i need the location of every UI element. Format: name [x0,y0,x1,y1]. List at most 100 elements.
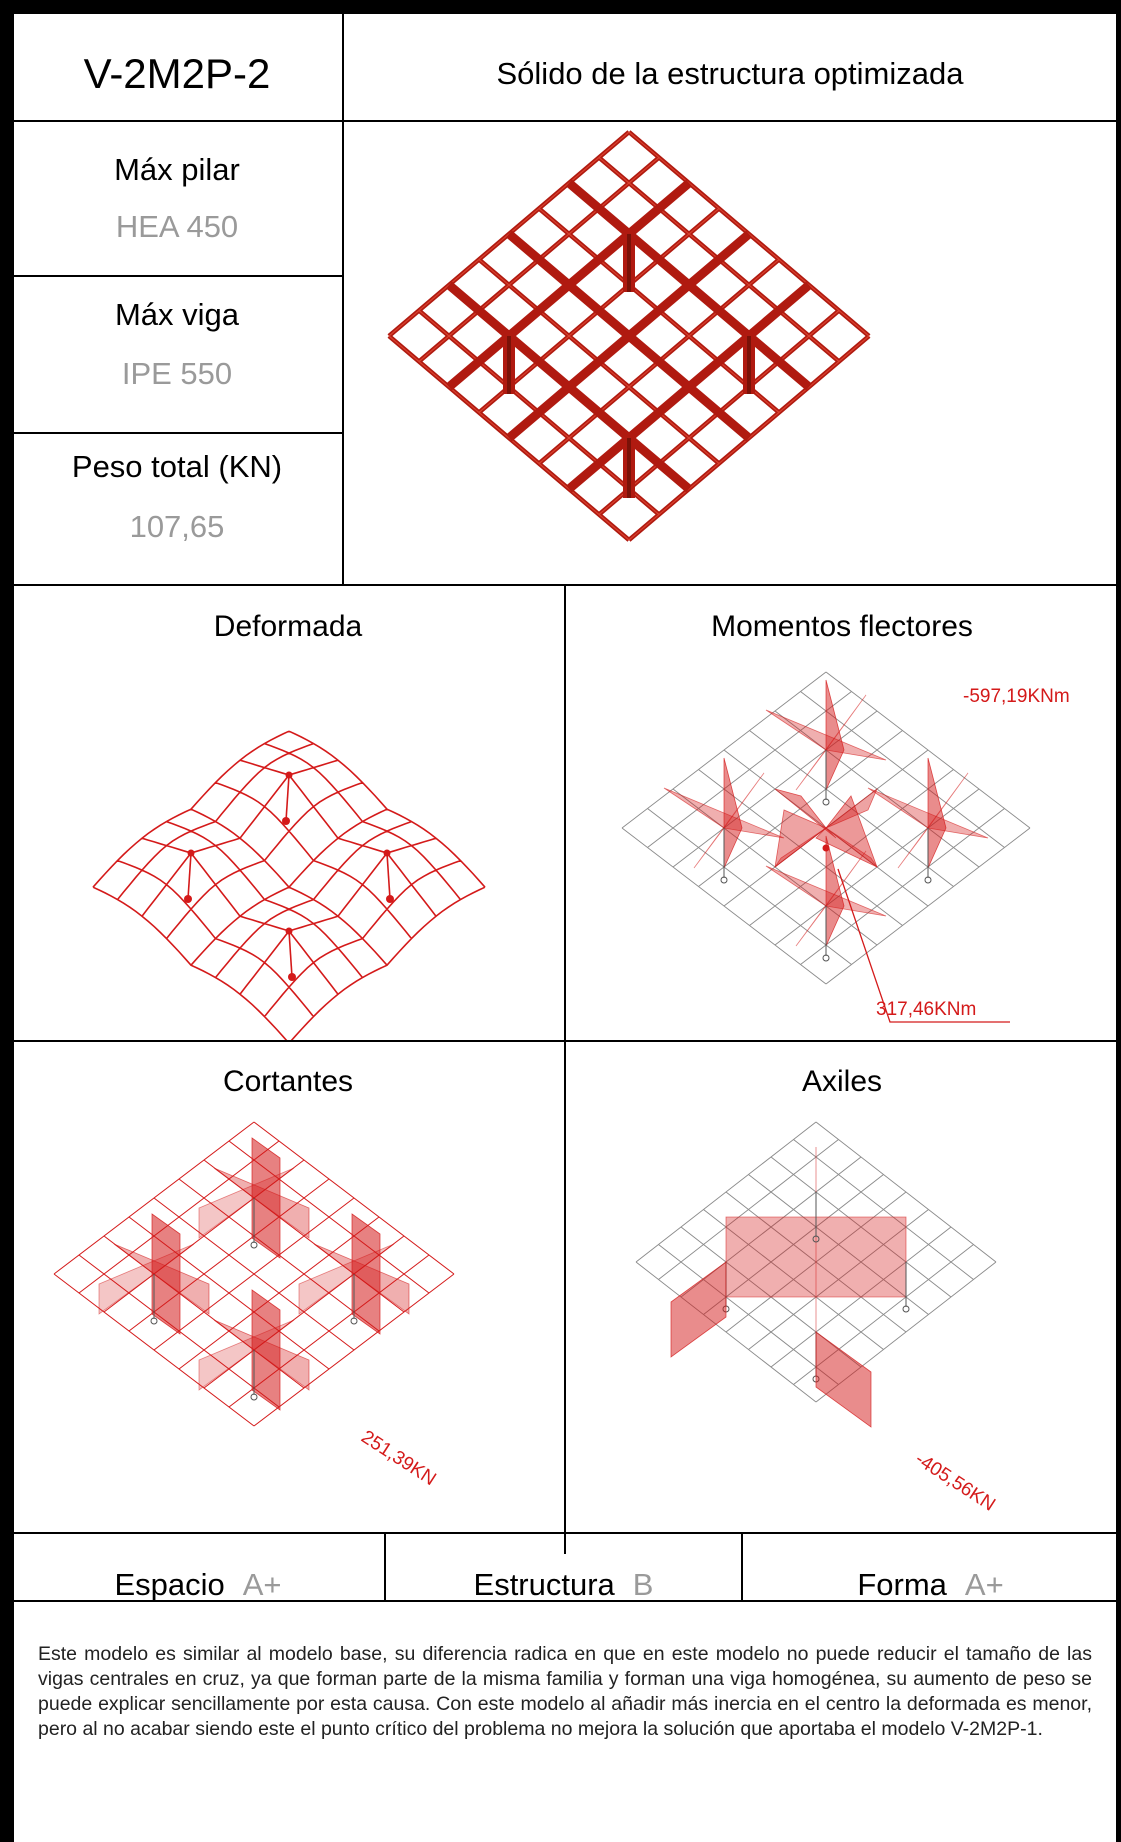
total-weight-value: 107,65 [129,509,225,544]
deformed-column [386,852,391,900]
divider-header-vertical [342,12,344,584]
moment-column-spike [795,850,867,947]
moment-diagram-fill [825,787,878,829]
moment-diagram-fill [774,827,827,868]
border-top [12,12,1118,14]
deformed-top-node [187,849,195,857]
moment-column-spike [663,787,785,839]
moment-column-spike [897,772,969,869]
page: V-2M2P-2 Sólido de la estructura optimiz… [12,12,1118,1842]
deformed-shape-diagram [92,730,486,1040]
deformed-support-node [386,895,394,903]
divider-ratings-bottom [12,1600,1118,1602]
rating-structure-grade: B [632,1567,654,1602]
page-title: Sólido de la estructura optimizada [496,56,964,91]
axial-support [902,1305,910,1313]
shear-title: Cortantes [222,1065,354,1098]
solid-column-left-web [507,336,511,394]
shear-beam-panel [298,1243,395,1315]
deformed-column [285,774,290,822]
moment-column-spike [825,835,845,947]
deformed-column [288,930,293,978]
divider-header [12,120,1118,122]
model-code: V-2M2P-2 [83,50,271,97]
max-column-value: HEA 450 [115,209,239,244]
axial-max-label: -405,56KN [911,1449,999,1516]
rating-form-grade: A+ [964,1567,1004,1602]
moment-column-spike [927,757,947,869]
moment-max-label: -597,19KNm [963,686,1070,707]
moments-grid [621,671,1031,985]
divider-summary-1 [12,275,342,277]
moment-column-spike [795,694,867,791]
moment-column-spike [693,772,765,869]
shear-support [250,1241,258,1249]
axial-column-panel [670,1261,727,1358]
shear-support [250,1393,258,1401]
moment-column-spike [825,679,845,791]
max-column-label: Máx pilar [114,152,240,187]
solid-structure-drawing [387,130,871,542]
divider-panels-horizontal [12,1040,1118,1042]
moment-support [720,876,728,884]
solid-column-top-web [627,234,631,292]
deformed-support-node [288,973,296,981]
description-text: Este modelo es similar al modelo base, s… [38,1643,1092,1740]
border-right [1116,12,1118,1842]
deformed-support-node [282,817,290,825]
deformed-support-node [184,895,192,903]
shear-beam-panel [198,1167,295,1239]
divider-ratings-top [12,1532,1118,1534]
moment-diagram-fill [825,827,878,868]
border-left [12,12,14,1842]
deformed-top-node [383,849,391,857]
axial-grid [635,1121,997,1428]
bending-moments-diagram: -597,19KNm 317,46KNm [621,671,1070,1023]
shear-diagram: 251,39KN [53,1121,455,1490]
moment-column-spike [867,787,989,839]
shear-column-panel [351,1213,381,1335]
shear-beam-panel [213,1167,310,1239]
moment-column-spike [765,709,887,761]
moment-column-spike [723,757,743,869]
axial-column-panel [815,1331,872,1428]
solid-column-right-web [747,336,751,394]
solid-main-beams [446,179,812,493]
shear-mesh [53,1121,455,1427]
rating-space-grade: A+ [242,1567,282,1602]
shear-beam-panel [198,1319,295,1391]
moment-min-label: 317,46KNm [876,999,976,1020]
axial-support [812,1235,820,1243]
rating-form-label: Forma [857,1567,947,1602]
moment-support [822,954,830,962]
moments-title: Momentos flectores [711,610,973,643]
divider-ratings-1 [384,1532,386,1600]
shear-grid [53,1121,455,1427]
deformed-top-node [285,927,293,935]
axial-diagram: -405,56KN [635,1121,999,1516]
moment-min-leader [837,868,1010,1023]
shear-beam-panel [213,1319,310,1391]
axial-title: Axiles [801,1065,883,1098]
divider-ratings-2 [741,1532,743,1600]
moment-support [822,798,830,806]
max-beam-label: Máx viga [114,297,240,332]
rating-space-label: Espacio [114,1567,225,1602]
moment-column-spike [765,865,887,917]
shear-support [350,1317,358,1325]
divider-summary-2 [12,432,342,434]
rating-form: Forma A+ [743,1567,1118,1603]
solid-column-bottom-web [627,438,631,498]
shear-beam-panel [98,1243,195,1315]
shear-beam-panel [113,1243,210,1315]
shear-column-panel [251,1137,281,1259]
deformed-mesh [92,730,486,1040]
deformed-title: Deformada [213,610,363,643]
rating-space: Espacio A+ [12,1567,384,1603]
total-weight-label: Peso total (KN) [71,449,283,484]
deformed-mesh-lines [92,730,486,1040]
deformed-column [187,852,192,900]
moment-support [924,876,932,884]
